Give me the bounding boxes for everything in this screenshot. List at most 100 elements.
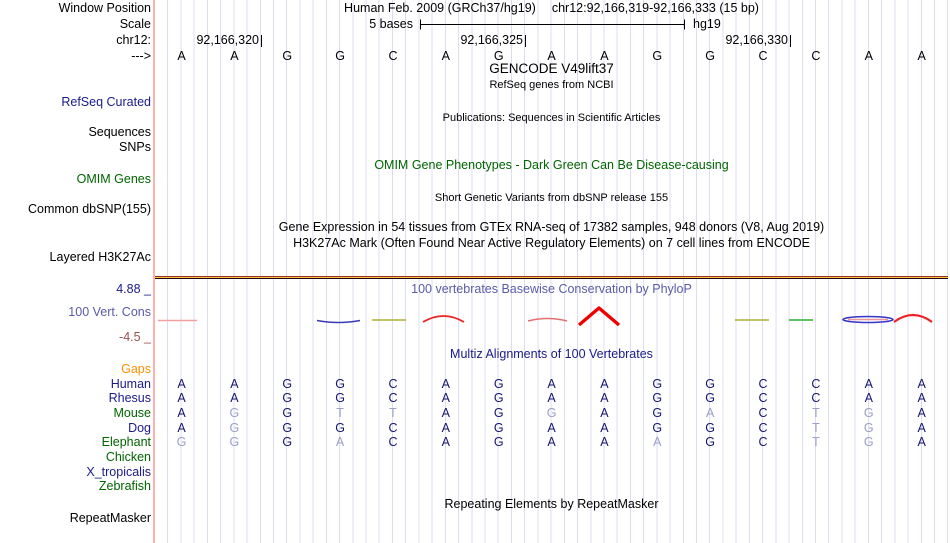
alignment-base: C: [758, 435, 768, 450]
alignment-base: G: [493, 406, 504, 421]
alignment-base: A: [864, 376, 873, 391]
ruler-tick-mark: [525, 35, 526, 47]
track-title-phylop[interactable]: 100 vertebrates Basewise Conservation by…: [411, 282, 692, 296]
alignment-base: G: [493, 376, 504, 391]
sequence-base: A: [177, 49, 186, 63]
ruler-tick-mark: [790, 35, 791, 47]
alignment-base: A: [547, 435, 556, 450]
track-title-multiz[interactable]: Multiz Alignments of 100 Vertebrates: [450, 347, 653, 361]
species-label-human[interactable]: Human: [110, 376, 151, 391]
alignment-base: G: [705, 435, 716, 450]
species-label-x_tropicalis[interactable]: X_tropicalis: [86, 464, 151, 479]
alignment-base: A: [441, 420, 450, 435]
alignment-base: G: [229, 406, 240, 421]
alignment-base: G: [652, 376, 663, 391]
alignment-base: A: [600, 435, 609, 450]
track-label-refseq-curated[interactable]: RefSeq Curated: [61, 95, 151, 109]
sequence-base: G: [705, 49, 716, 63]
sequence-base: A: [917, 49, 926, 63]
alignment-base: T: [812, 420, 820, 435]
species-label-zebrafish[interactable]: Zebrafish: [98, 479, 151, 494]
alignment-base: C: [758, 391, 768, 406]
alignment-base: G: [705, 391, 716, 406]
alignment-base: G: [652, 406, 663, 421]
alignment-base: G: [705, 376, 716, 391]
track-title-h3k27ac[interactable]: H3K27Ac Mark (Often Found Near Active Re…: [293, 236, 810, 250]
assembly-name: Human Feb. 2009 (GRCh37/hg19): [344, 1, 536, 15]
alignment-base: G: [863, 420, 874, 435]
alignment-base: A: [705, 406, 715, 421]
species-label-mouse[interactable]: Mouse: [113, 406, 151, 421]
alignment-base: A: [600, 376, 609, 391]
alignment-base: C: [811, 376, 821, 391]
alignment-base: A: [441, 435, 450, 450]
species-label-dog[interactable]: Dog: [128, 420, 151, 435]
genome-version-label: hg19: [693, 17, 721, 31]
alignment-base: A: [600, 420, 609, 435]
species-label-chicken[interactable]: Chicken: [105, 450, 151, 464]
alignment-base: G: [282, 391, 293, 406]
sequence-base: A: [600, 49, 609, 63]
species-label-elephant[interactable]: Elephant: [101, 435, 151, 450]
sequence-base: A: [230, 49, 239, 63]
track-label-gaps[interactable]: Gaps: [121, 362, 151, 376]
track-title-repeatmasker[interactable]: Repeating Elements by RepeatMasker: [444, 497, 659, 511]
alignment-base: A: [230, 391, 239, 406]
track-title-publications[interactable]: Publications: Sequences in Scientific Ar…: [442, 112, 661, 124]
alignment-base: G: [229, 420, 240, 435]
alignment-base: A: [230, 376, 239, 391]
alignment-base: A: [441, 406, 450, 421]
track-label-common-dbsnp[interactable]: Common dbSNP(155): [28, 202, 151, 216]
strand-arrow[interactable]: --->: [131, 49, 151, 63]
species-label-rhesus[interactable]: Rhesus: [108, 391, 151, 406]
alignment-base: A: [177, 420, 186, 435]
alignment-base: G: [282, 376, 293, 391]
ruler-tick-label: 92,166,330: [725, 33, 788, 47]
alignment-base: A: [917, 391, 926, 406]
sequence-base: G: [335, 49, 345, 63]
alignment-base: A: [864, 391, 873, 406]
alignment-base: A: [177, 391, 186, 406]
sequence-base: C: [758, 49, 768, 63]
layered-h3k27ac-signal[interactable]: [155, 276, 948, 279]
ruler-tick-label: 92,166,325: [460, 33, 523, 47]
alignment-base: A: [600, 391, 609, 406]
alignment-base: G: [863, 435, 874, 450]
alignment-base: C: [758, 376, 768, 391]
chromosome-label: chr12:: [116, 33, 151, 47]
alignment-base: G: [863, 406, 874, 421]
track-label-100-vert-cons[interactable]: 100 Vert. Cons: [68, 305, 151, 319]
track-title-dbsnp[interactable]: Short Genetic Variants from dbSNP releas…: [434, 192, 669, 204]
alignment-base: A: [917, 406, 926, 421]
track-label-repeatmasker[interactable]: RepeatMasker: [69, 511, 151, 525]
track-label-snps[interactable]: SNPs: [119, 140, 151, 154]
track-label-sequences[interactable]: Sequences: [88, 125, 151, 139]
sequence-base: A: [864, 49, 873, 63]
alignment-base: C: [388, 420, 398, 435]
sequence-base: C: [388, 49, 398, 63]
alignment-base: G: [493, 420, 504, 435]
track-label-omim-genes[interactable]: OMIM Genes: [76, 172, 151, 186]
track-label-layered-h3k27ac[interactable]: Layered H3K27Ac: [49, 250, 151, 264]
alignment-base: C: [811, 391, 821, 406]
track-title-gtex[interactable]: Gene Expression in 54 tissues from GTEx …: [278, 220, 825, 234]
track-title-gencode[interactable]: GENCODE V49lift37: [489, 61, 614, 76]
alignment-base: G: [493, 435, 504, 450]
alignment-base: C: [388, 435, 398, 450]
alignment-base: C: [388, 391, 398, 406]
track-grid-background: [155, 0, 950, 543]
alignment-base: A: [441, 391, 450, 406]
alignment-base: G: [335, 391, 345, 406]
window-position-label: Window Position: [58, 1, 151, 15]
alignment-base: G: [282, 406, 293, 421]
alignment-base: A: [600, 406, 609, 421]
alignment-base: G: [335, 376, 345, 391]
alignment-base: A: [441, 376, 450, 391]
window-position-header: Human Feb. 2009 (GRCh37/hg19)chr12:92,16…: [155, 2, 948, 15]
track-title-omim[interactable]: OMIM Gene Phenotypes - Dark Green Can Be…: [374, 158, 729, 172]
track-title-refseq[interactable]: RefSeq genes from NCBI: [489, 79, 614, 91]
alignment-base: G: [652, 420, 663, 435]
alignment-base: A: [653, 435, 662, 450]
alignment-base: G: [176, 435, 187, 450]
sequence-base: G: [493, 49, 504, 63]
